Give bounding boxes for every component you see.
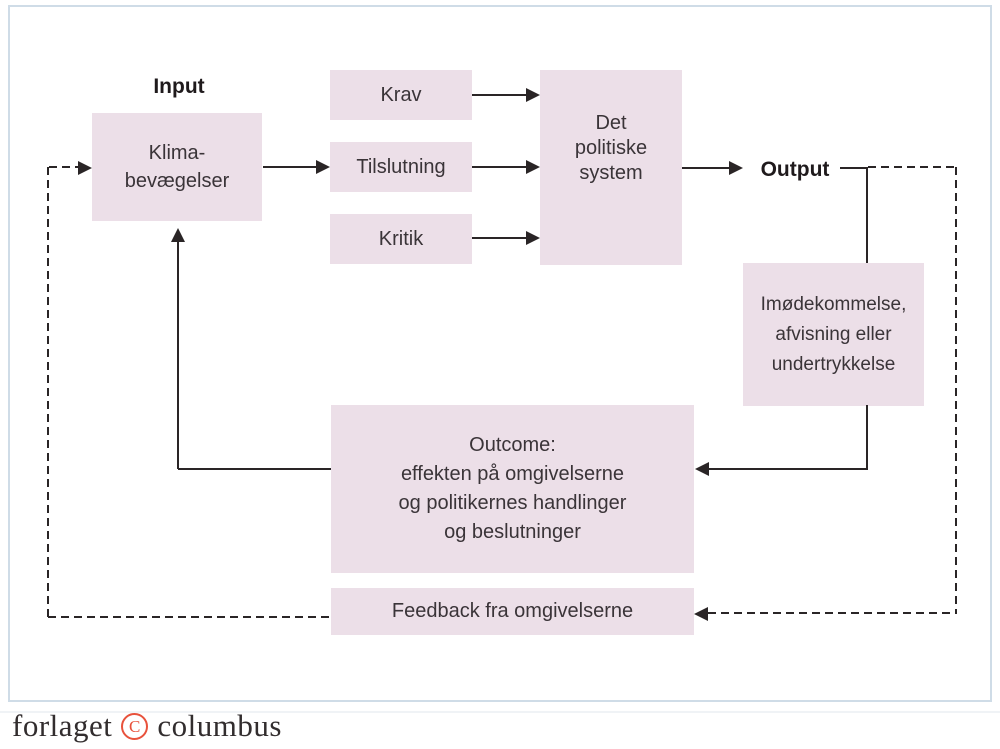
page-divider [0, 711, 1000, 713]
box-system-line3: system [579, 162, 643, 184]
arrowhead-into-feedback [694, 607, 708, 621]
arrowhead-tilslutning-to-system [526, 160, 540, 174]
line-system-to-output [682, 167, 730, 169]
arrowhead-system-to-output [729, 161, 743, 175]
box-tilslutning: Tilslutning [330, 142, 472, 192]
copyright-icon: C [121, 712, 149, 740]
box-outcome: Outcome: effekten på omgivelserne og pol… [331, 405, 694, 573]
line-kritik-to-system [472, 237, 526, 239]
dashed-left-vertical [47, 167, 49, 617]
line-into-outcome [707, 468, 868, 470]
box-outcome-line1: Outcome: [469, 434, 556, 456]
box-feedback-label: Feedback fra omgivelserne [391, 600, 634, 622]
box-kritik: Kritik [330, 214, 472, 264]
line-klima-to-tilslutning [263, 166, 317, 168]
box-outcome-line3: og politikernes handlinger [398, 492, 627, 514]
line-output-junction [840, 167, 868, 169]
logo-text-columbus: columbus [157, 708, 282, 743]
box-outcome-line2: effekten på omgivelserne [400, 463, 625, 485]
dashed-into-klima [49, 166, 79, 168]
box-klima-line2: bevægelser [124, 170, 230, 192]
dashed-feedback-left [48, 616, 331, 618]
arrowhead-klima-to-tilslutning [316, 160, 330, 174]
box-outcome-line4: og beslutninger [444, 521, 581, 543]
arrowhead-krav-to-system [526, 88, 540, 102]
box-kritik-label: Kritik [378, 227, 424, 250]
logo-text-forlaget: forlaget [12, 708, 113, 743]
line-imoedekommelse-down [866, 405, 868, 470]
arrowhead-outcome-to-klima [171, 228, 185, 242]
line-krav-to-system [472, 94, 526, 96]
line-outcome-up [177, 240, 179, 469]
arrowhead-into-outcome [695, 462, 709, 476]
box-tilslutning-label: Tilslutning [356, 155, 446, 178]
box-feedback: Feedback fra omgivelserne [331, 588, 694, 635]
box-system-line2: politiske [574, 137, 648, 159]
publisher-logo: forlaget C columbus [12, 708, 282, 744]
input-label: Input [153, 75, 205, 98]
box-klima-line1: Klima- [148, 142, 206, 164]
line-output-to-imoedekommelse [866, 167, 868, 263]
copyright-letter: C [128, 716, 141, 736]
box-krav: Krav [330, 70, 472, 120]
box-krav-label: Krav [380, 83, 422, 106]
box-klima-bevaegelser: Klima- bevægelser [92, 113, 262, 221]
arrowhead-kritik-to-system [526, 231, 540, 245]
box-imoedekommelse-line2: afvisning eller [775, 323, 892, 345]
box-imoedekommelse-line3: undertrykkelse [771, 353, 896, 375]
line-tilslutning-to-system [472, 166, 526, 168]
box-det-politiske-system: Det politiske system [540, 70, 682, 265]
line-outcome-left [178, 468, 331, 470]
box-imoedekommelse: Imødekommelse, afvisning eller undertryk… [743, 263, 924, 406]
dashed-output-right [868, 166, 957, 168]
arrowhead-into-klima [78, 161, 92, 175]
box-system-line1: Det [595, 112, 627, 134]
dashed-right-vertical [955, 167, 957, 614]
output-label: Output [760, 158, 830, 181]
box-imoedekommelse-line1: Imødekommelse, [760, 293, 907, 315]
dashed-into-feedback [708, 612, 956, 614]
